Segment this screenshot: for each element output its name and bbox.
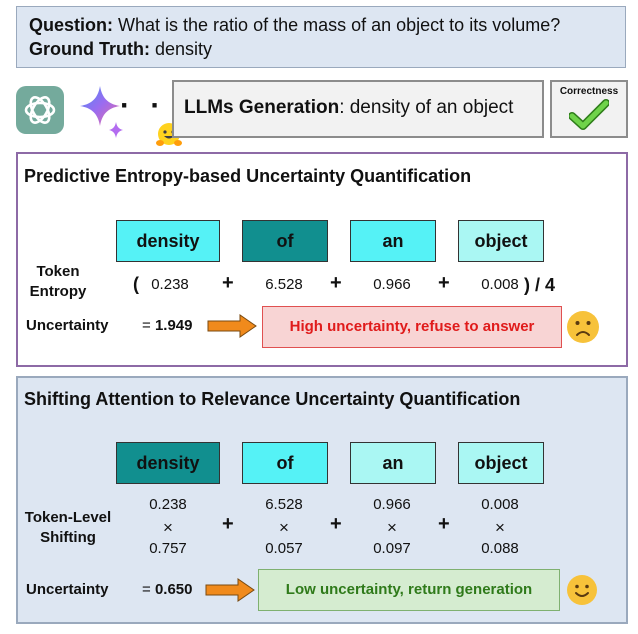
panel1-token-object: object	[458, 220, 544, 262]
panel1-open-paren: (	[133, 274, 139, 294]
panel1-token-density: density	[116, 220, 220, 262]
question-label: Question:	[29, 15, 113, 35]
panel1-entropy-object: 0.008	[481, 276, 519, 293]
panel2-weight-an: 0.097	[373, 540, 411, 557]
panel1-close-paren-divide: ) / 4	[524, 275, 556, 295]
panel1-entropy-an: 0.966	[373, 276, 411, 293]
generation-label: LLMs Generation	[184, 97, 340, 118]
panel2-plus-2: +	[330, 513, 342, 535]
panel1-result-message: High uncertainty, refuse to answer	[262, 306, 562, 348]
panel2-plus-1: +	[222, 513, 234, 535]
panel2-entropy-object: 0.008	[481, 496, 519, 513]
panel2-title: Shifting Attention to Relevance Uncertai…	[24, 389, 521, 409]
panel2-entropy-an: 0.966	[373, 496, 411, 513]
question-line: Question: What is the ratio of the mass …	[29, 13, 613, 37]
panel2-times-density: ×	[163, 518, 173, 537]
panel1-plus-1: +	[222, 272, 234, 294]
sad-face-icon	[567, 311, 599, 343]
ground-truth-label: Ground Truth:	[29, 39, 150, 59]
panel2-token-of: of	[242, 442, 328, 484]
panel1-entropy-of: 6.528	[265, 276, 303, 293]
ground-truth-text: density	[155, 39, 213, 59]
panel2-times-object: ×	[495, 518, 505, 537]
ground-truth-line: Ground Truth: density	[29, 37, 613, 61]
panel2-weight-of: 0.057	[265, 540, 303, 557]
panel2-times-an: ×	[387, 518, 397, 537]
panel2-result-message: Low uncertainty, return generation	[258, 569, 560, 611]
panel2-row-label-line1: Token-Level	[24, 509, 112, 526]
panel2-uncertainty-value: = 0.650	[142, 581, 192, 598]
panel1-plus-2: +	[330, 272, 342, 294]
panel1-uncertainty-prefix: =	[142, 317, 155, 334]
panel2-weight-density: 0.757	[149, 540, 187, 557]
panel1-uncertainty-value: = 1.949	[142, 317, 192, 334]
panel2-uncertainty-label: Uncertainty	[26, 581, 109, 598]
panel1-entropy-density: 0.238	[151, 276, 189, 293]
panel2-row-label-line2: Shifting	[40, 529, 96, 546]
panel2-times-of: ×	[279, 518, 289, 537]
panel1-token-an: an	[350, 220, 436, 262]
panel1-title: Predictive Entropy-based Uncertainty Qua…	[24, 166, 472, 186]
panel1-arrow-icon	[207, 314, 257, 338]
panel2-plus-3: +	[438, 513, 450, 535]
panel2-token-an: an	[350, 442, 436, 484]
panel1-row-label-line2: Entropy	[29, 283, 87, 300]
generation-text: : density of an object	[339, 97, 514, 118]
panel1-plus-3: +	[438, 272, 450, 294]
panel1-row-label-line1: Token	[36, 263, 80, 280]
panel1-row-label: Token Entropy	[20, 262, 96, 302]
smile-face-icon	[567, 575, 597, 605]
check-icon	[568, 99, 610, 130]
panel1-uncertainty-number: 1.949	[154, 317, 193, 334]
panel2-token-density: density	[116, 442, 220, 484]
panel2-uncertainty-number: 0.650	[154, 581, 193, 598]
correctness-box: Correctness	[550, 80, 628, 138]
correctness-label: Correctness	[559, 86, 619, 97]
panel1-token-of: of	[242, 220, 328, 262]
panel1-uncertainty-label: Uncertainty	[26, 317, 109, 334]
panel2-entropy-density: 0.238	[149, 496, 187, 513]
openai-logo-icon	[16, 86, 64, 134]
panel2-entropy-of: 6.528	[265, 496, 303, 513]
panel2-arrow-icon	[205, 578, 255, 602]
panel2-uncertainty-prefix: =	[142, 581, 155, 598]
llm-generation-box: LLMs Generation: density of an object	[172, 80, 544, 138]
question-box: Question: What is the ratio of the mass …	[16, 6, 626, 68]
panel2-token-object: object	[458, 442, 544, 484]
gemini-logo-icon	[78, 84, 124, 140]
question-text: What is the ratio of the mass of an obje…	[118, 15, 561, 35]
panel2-weight-object: 0.088	[481, 540, 519, 557]
panel2-row-label: Token-Level Shifting	[20, 508, 116, 548]
